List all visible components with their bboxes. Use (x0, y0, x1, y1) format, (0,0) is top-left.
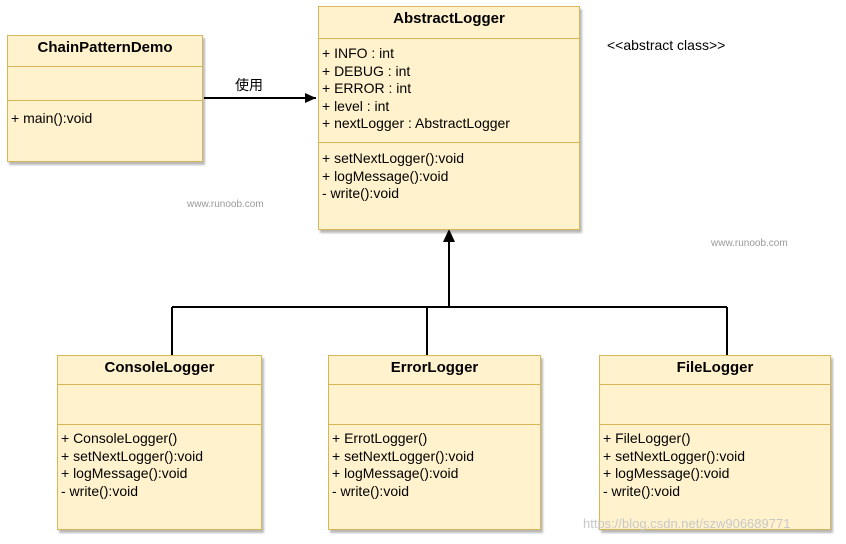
methods-section: + ErrotLogger() + setNextLogger():void +… (329, 425, 540, 500)
attribute: + level : int (322, 97, 390, 114)
method: - write():void (332, 482, 410, 499)
method: + setNextLogger():void (322, 150, 465, 166)
class-chain-pattern-demo[interactable]: ChainPatternDemo + main():void (7, 35, 203, 162)
inheritance-arrowhead (443, 229, 455, 242)
watermark-right: www.runoob.com (711, 238, 788, 249)
watermark-bottom: https://blog.csdn.net/szw906689771 (583, 516, 791, 531)
class-name: FileLogger (600, 356, 830, 385)
attributes-section: + INFO : int + DEBUG : int + ERROR : int… (319, 39, 579, 143)
uses-label: 使用 (235, 78, 263, 94)
method: + setNextLogger():void (61, 447, 204, 464)
attributes-section (600, 385, 830, 425)
attribute: + nextLogger : AbstractLogger (322, 115, 510, 131)
class-console-logger[interactable]: ConsoleLogger + ConsoleLogger() + setNex… (57, 355, 262, 530)
method: + setNextLogger():void (603, 447, 746, 464)
method: + main():void (11, 110, 93, 126)
method: - write():void (322, 185, 400, 201)
watermark-left: www.runoob.com (187, 199, 264, 210)
method: + logMessage():void (61, 465, 188, 481)
class-name: ConsoleLogger (58, 356, 261, 385)
methods-section: + FileLogger() + setNextLogger():void + … (600, 425, 830, 500)
stereotype-label: <<abstract class>> (607, 37, 726, 53)
class-file-logger[interactable]: FileLogger + FileLogger() + setNextLogge… (599, 355, 831, 530)
class-name: ChainPatternDemo (8, 36, 202, 67)
inheritance-connector (171, 240, 728, 355)
method: + FileLogger() (603, 430, 691, 446)
attribute: + ERROR : int (322, 80, 412, 96)
method: + logMessage():void (603, 465, 730, 481)
attributes-section (8, 67, 202, 101)
class-name: ErrorLogger (329, 356, 540, 385)
class-error-logger[interactable]: ErrorLogger + ErrotLogger() + setNextLog… (328, 355, 541, 530)
class-abstract-logger[interactable]: AbstractLogger + INFO : int + DEBUG : in… (318, 6, 580, 230)
method: - write():void (61, 482, 139, 499)
attributes-section (58, 385, 261, 425)
methods-section: + setNextLogger():void + logMessage():vo… (319, 143, 579, 203)
attribute: + DEBUG : int (322, 62, 411, 79)
method: - write():void (603, 482, 681, 499)
method: + setNextLogger():void (332, 447, 475, 464)
method: + ConsoleLogger() (61, 430, 178, 446)
method: + logMessage():void (322, 167, 449, 184)
attributes-section (329, 385, 540, 425)
method: + logMessage():void (332, 465, 459, 481)
attribute: + INFO : int (322, 45, 394, 61)
methods-section: + main():void (8, 101, 202, 128)
class-name: AbstractLogger (319, 7, 579, 39)
method: + ErrotLogger() (332, 430, 428, 446)
methods-section: + ConsoleLogger() + setNextLogger():void… (58, 425, 261, 500)
